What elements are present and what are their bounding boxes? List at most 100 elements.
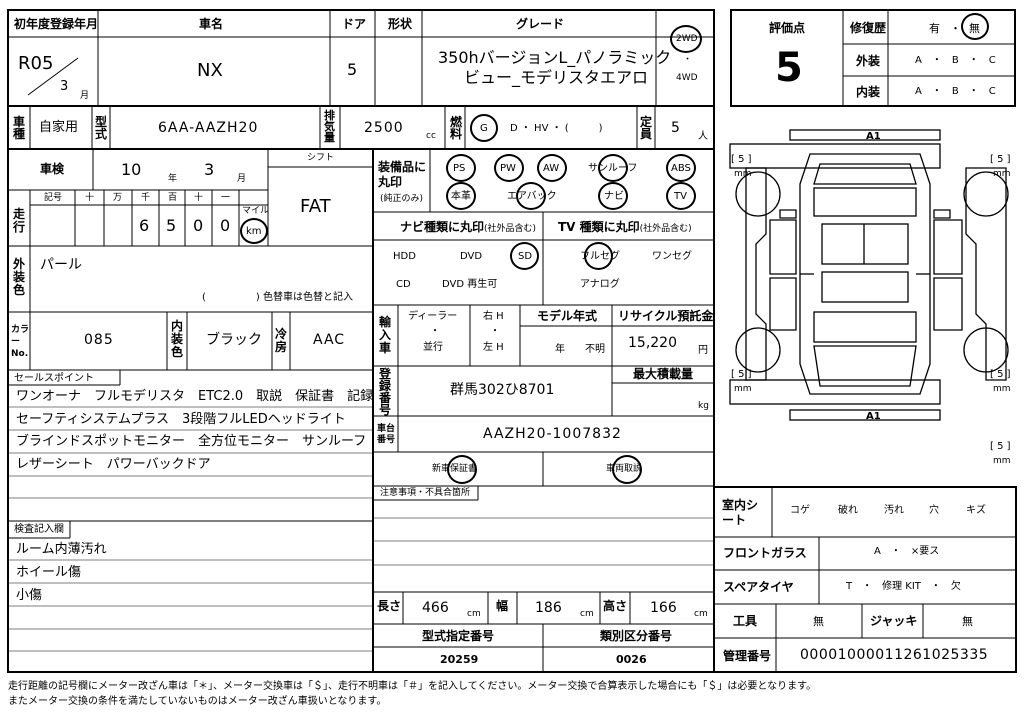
fuel-options: D ・ HV ・ ( ): [510, 123, 603, 134]
model-year-label: モデル年式: [537, 309, 598, 323]
diagram-bracket-fl: [ 5 ]: [731, 154, 752, 165]
ac-label: 冷房: [275, 327, 288, 354]
interior-color: ブラック: [206, 332, 262, 348]
mile-label: マイル: [242, 206, 270, 216]
footer-line-2: またメーター交換の条件を満たしていないものはメーター改ざん車扱いとなります。: [8, 696, 387, 707]
shift: FAT: [300, 196, 331, 217]
glass-opts: A ・ ×要ス: [874, 546, 940, 557]
interior-label: 内装: [856, 85, 881, 99]
equip-abs-circle: [666, 154, 696, 182]
diagram-bracket-fr: [ 5 ]: [990, 154, 1011, 165]
seat-opt-3: 穴: [929, 505, 939, 516]
reg-month-unit: 月: [80, 91, 90, 101]
spare-opts: T ・ 修理 KIT ・ 欠: [846, 581, 961, 592]
length: 466: [422, 600, 449, 616]
inspection-year-unit: 年: [168, 174, 178, 184]
car-diagram: [729, 129, 1009, 421]
diagram-a1-top: A1: [866, 131, 881, 142]
equip-leather-circle: [446, 182, 476, 210]
drive-2wd-circle: [670, 25, 702, 53]
length-label: 長さ: [377, 599, 402, 613]
tools-label: 工具: [733, 614, 758, 628]
color-change-note: ( ) 色替車は色替と記入: [202, 292, 353, 303]
width-unit: cm: [580, 609, 594, 619]
equipment-label: 装備品に丸印: [378, 160, 427, 189]
height: 166: [650, 600, 677, 616]
equipment-label-sub: (純正のみ): [380, 194, 424, 204]
usage: 自家用: [39, 120, 79, 135]
type-cert-label: 型式指定番号: [422, 629, 495, 643]
spare-label: スペアタイヤ: [723, 580, 794, 594]
diagram-a1-bottom: A1: [866, 411, 881, 422]
import-label: 輸入車: [379, 315, 392, 355]
doors-label: ドア: [342, 17, 367, 31]
reg-year-label: 初年度登録年月: [14, 17, 99, 31]
recycle-value: 15,220: [628, 335, 677, 351]
max-load-kg: kg: [698, 401, 709, 411]
grade-line1: 350hバージョンL_パノラミック: [438, 48, 672, 67]
seat-opt-4: キズ: [966, 505, 986, 516]
check-line-1: ホイール傷: [16, 565, 82, 580]
mileage-sign-label: 記号: [44, 193, 63, 203]
ac-value: AAC: [313, 332, 346, 348]
sales-line-0: ワンオーナ フルモデリスタ ETC2.0 取説 保証書 記録: [16, 389, 374, 404]
displacement: 2500: [364, 120, 404, 136]
mileage-label: 走行: [13, 207, 26, 234]
jack-value: 無: [962, 615, 973, 628]
tv-fullseg-circle: [584, 242, 613, 270]
tv-oneseg: ワンセグ: [652, 251, 692, 262]
class-label: 類別区分番号: [600, 629, 673, 643]
navi-dvd-play: DVD 再生可: [442, 279, 498, 290]
model-year-unit: 年: [555, 344, 565, 355]
interior-color-label: 内装色: [171, 319, 184, 359]
person-unit: 人: [698, 131, 708, 142]
shape-label: 形状: [388, 17, 413, 31]
exterior-label: 外装: [856, 54, 881, 68]
shift-label: シフト: [307, 153, 335, 163]
digit-label-1: 万: [113, 193, 123, 203]
color-code: 085: [84, 332, 114, 348]
diagram-bracket-rr: [ 5 ]: [990, 369, 1011, 380]
navi-dvd: DVD: [460, 251, 483, 262]
chassis-number: AAZH20-1007832: [483, 426, 622, 442]
sales-label: セールスポイント: [14, 373, 94, 384]
width: 186: [535, 600, 562, 616]
equip-sunroof-circle: [598, 154, 628, 182]
seat-opt-0: コゲ: [790, 505, 810, 516]
inspection-month-unit: 月: [237, 174, 247, 184]
mileage-digit-1: 5: [166, 216, 177, 235]
equip-ps-circle: [446, 154, 476, 182]
recycle-label: リサイクル預託金: [618, 309, 714, 323]
warranty-circle: [447, 455, 477, 484]
reg-month: 3: [60, 79, 69, 94]
color-value: パール: [40, 257, 82, 273]
fuel-label: 燃料: [450, 115, 463, 141]
digit-label-5: 一: [221, 193, 231, 203]
mileage-digit-0: 6: [139, 216, 150, 235]
check-line-2: 小傷: [16, 588, 43, 603]
car-name: NX: [197, 60, 223, 81]
model: 6AA-AAZH20: [158, 120, 259, 136]
height-label: 高さ: [603, 599, 628, 613]
diagram-mm-bottom: mm: [993, 456, 1011, 466]
navi-label: ナビ種類に丸印(社外品含む): [400, 220, 537, 234]
import-lh: 左 H: [483, 342, 504, 353]
mgmt-label: 管理番号: [723, 649, 772, 663]
import-dealer: ディーラー: [408, 311, 458, 322]
import-dot: ・: [430, 326, 440, 337]
model-year-unknown: 不明: [585, 344, 605, 355]
inspection-year: 10: [121, 160, 142, 179]
height-unit: cm: [694, 609, 708, 619]
equip-aw-circle: [537, 154, 567, 182]
interior-grades: A ・ B ・ C: [915, 86, 996, 97]
sales-line-2: ブラインドスポットモニター 全方位モニター サンルーフ: [16, 434, 367, 449]
tv-analog: アナログ: [580, 279, 620, 290]
notes-label: 注意事項・不具合箇所: [380, 488, 471, 498]
repair-label: 修復歴: [850, 21, 887, 35]
usage-label: 車種: [13, 115, 26, 141]
class-no: 0026: [616, 653, 647, 666]
width-label: 幅: [496, 599, 509, 613]
inspection-label: 車検: [40, 162, 65, 176]
glass-label: フロントガラス: [723, 546, 807, 560]
